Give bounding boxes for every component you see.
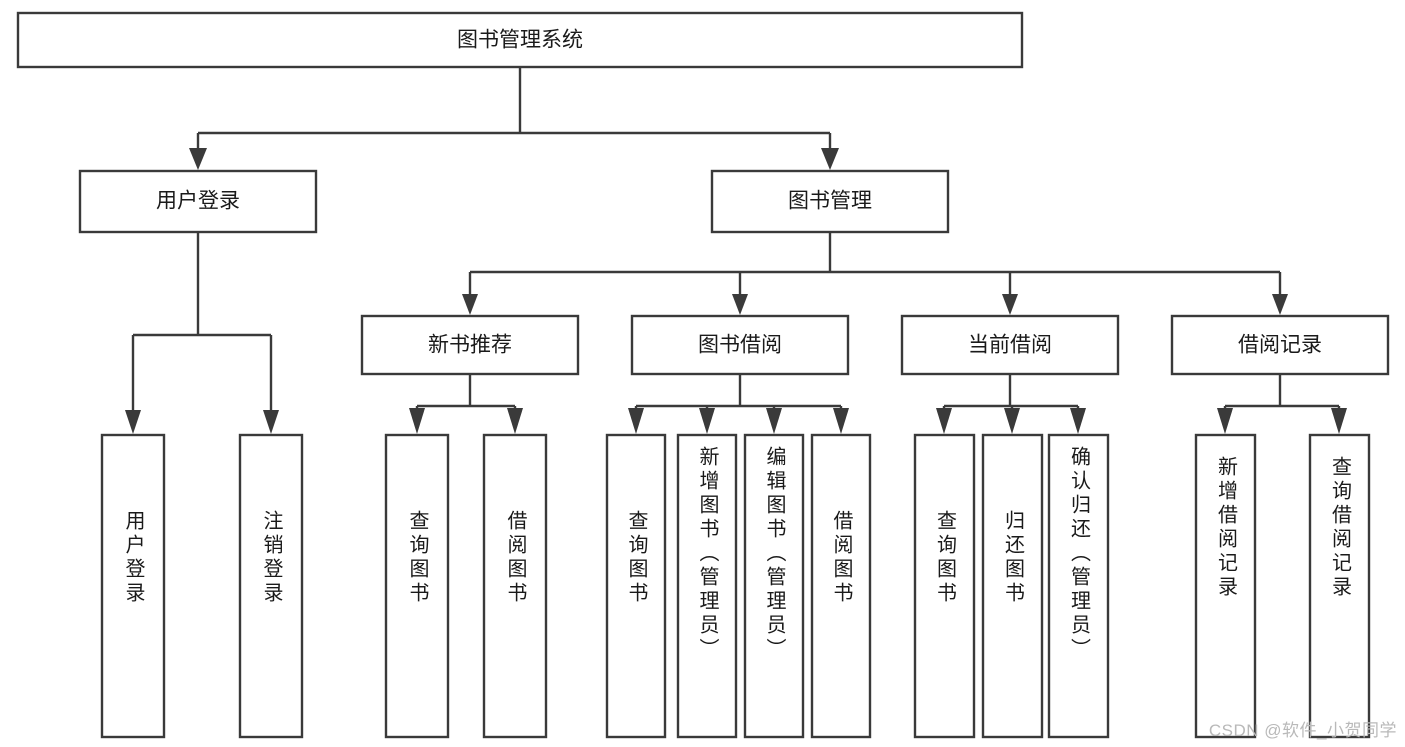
leaf-box-add-record[interactable]	[1194, 433, 1257, 739]
leaf-box-logout[interactable]	[238, 433, 304, 739]
connector-group-book-borrow	[628, 374, 849, 434]
leaf-box-query-book-3[interactable]	[913, 433, 976, 739]
node-current-borrow-label: 当前借阅	[968, 334, 1052, 357]
node-current-borrow-box[interactable]	[900, 314, 1120, 376]
connector-group-root	[189, 67, 839, 170]
leaf-boxes	[100, 433, 1371, 739]
node-book-borrow-label: 图书借阅	[698, 334, 782, 357]
connector-group-new-book-recommend	[409, 374, 523, 434]
arrowhead-book-management	[821, 148, 839, 170]
arrowhead-leaf-query-book-1	[409, 408, 425, 434]
node-current-borrow[interactable]: 当前借阅	[900, 314, 1120, 376]
leaf-box-borrow-book-1[interactable]	[482, 433, 548, 739]
arrowhead-leaf-query-book-3	[936, 408, 952, 434]
leaf-box-query-book-1[interactable]	[384, 433, 450, 739]
arrowhead-leaf-user-login	[125, 410, 141, 434]
arrowhead-borrow-record	[1272, 294, 1288, 315]
leaf-box-borrow-book-2[interactable]	[810, 433, 872, 739]
node-book-borrow[interactable]: 图书借阅	[630, 314, 850, 376]
csdn-watermark: CSDN @软件_小贺同学	[1208, 721, 1397, 740]
node-new-book-recommend-label: 新书推荐	[428, 334, 512, 357]
arrowhead-leaf-confirm-return	[1070, 408, 1086, 434]
connector-group-borrow-record	[1217, 374, 1347, 434]
arrowhead-new-book-recommend	[462, 294, 478, 315]
node-new-book-recommend[interactable]: 新书推荐	[360, 314, 580, 376]
node-borrow-record-box[interactable]	[1170, 314, 1390, 376]
leaf-box-user-login[interactable]	[100, 433, 166, 739]
leaf-box-add-book[interactable]	[676, 433, 738, 739]
arrowhead-leaf-add-record	[1217, 408, 1233, 434]
node-user-login-box[interactable]	[78, 169, 318, 234]
arrowhead-leaf-query-book-2	[628, 408, 644, 434]
node-borrow-record[interactable]: 借阅记录	[1170, 314, 1390, 376]
leaf-box-return-book[interactable]	[981, 433, 1044, 739]
arrowhead-current-borrow	[1002, 294, 1018, 315]
arrowhead-leaf-return-book	[1004, 408, 1020, 434]
arrowhead-leaf-query-record	[1331, 408, 1347, 434]
node-user-login-label: 用户登录	[156, 190, 240, 213]
leaf-box-confirm-return[interactable]	[1047, 433, 1110, 739]
node-new-book-recommend-box[interactable]	[360, 314, 580, 376]
arrowhead-leaf-logout	[263, 410, 279, 434]
leaf-box-query-record[interactable]	[1308, 433, 1371, 739]
node-root-label: 图书管理系统	[457, 29, 583, 52]
node-book-management[interactable]: 图书管理	[710, 169, 950, 234]
node-user-login[interactable]: 用户登录	[78, 169, 318, 234]
node-root[interactable]: 图书管理系统	[16, 11, 1024, 69]
node-book-management-label: 图书管理	[788, 190, 872, 213]
node-borrow-record-label: 借阅记录	[1238, 334, 1322, 357]
arrowhead-leaf-edit-book	[766, 408, 782, 434]
connector-group-book-management	[462, 232, 1288, 315]
node-root-box[interactable]	[16, 11, 1024, 69]
arrowhead-user-login	[189, 148, 207, 170]
arrowhead-leaf-borrow-book-2	[833, 408, 849, 434]
leaf-box-edit-book[interactable]	[743, 433, 805, 739]
connector-group-user-login	[125, 232, 279, 434]
connector-group-current-borrow	[936, 374, 1086, 434]
leaf-box-query-book-2[interactable]	[605, 433, 667, 739]
arrowhead-book-borrow	[732, 294, 748, 315]
node-book-management-box[interactable]	[710, 169, 950, 234]
arrowhead-leaf-add-book	[699, 408, 715, 434]
arrowhead-leaf-borrow-book-1	[507, 408, 523, 434]
node-book-borrow-box[interactable]	[630, 314, 850, 376]
